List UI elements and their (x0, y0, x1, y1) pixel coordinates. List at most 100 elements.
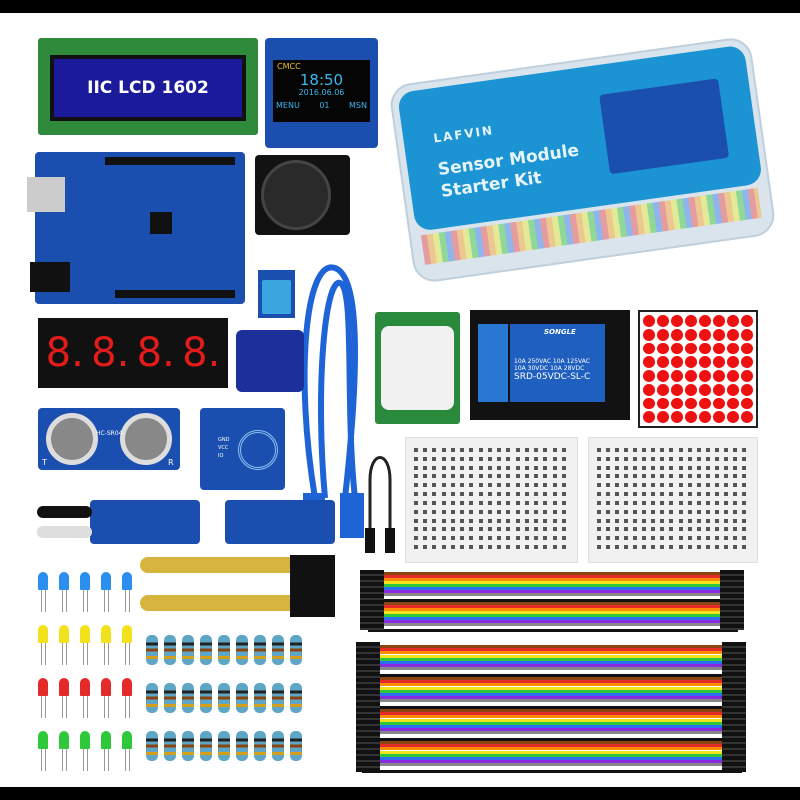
matrix-dot (699, 370, 711, 382)
breadboard-hole (723, 545, 728, 550)
matrix-dot (671, 356, 683, 368)
breadboard-hole (460, 545, 465, 550)
breadboard-hole (696, 474, 701, 479)
oled-time: 18:50 (299, 71, 344, 89)
dupont-wire (368, 593, 738, 596)
breadboard-hole (432, 456, 437, 461)
breadboard-hole (642, 545, 647, 550)
matrix-dot (685, 383, 697, 396)
dupont-wire (362, 715, 742, 719)
dupont-wire (362, 721, 742, 725)
breadboard-hole (423, 492, 428, 497)
lcd-screen: IIC LCD 1602 (50, 55, 246, 121)
breadboard-hole (615, 527, 620, 532)
breadboard-hole (450, 492, 455, 497)
breadboard-hole (615, 448, 620, 452)
breadboard-hole (741, 448, 746, 452)
breadboard-hole (732, 465, 737, 470)
breadboard-hole (423, 474, 428, 479)
dupont-wire (362, 657, 742, 661)
dupont-wire (368, 590, 738, 593)
breadboard-hole (497, 492, 502, 497)
label-r: R (168, 458, 174, 467)
breadboard-hole (534, 448, 539, 452)
breadboard-hole (705, 518, 710, 523)
breadboard-hole (543, 492, 548, 497)
breadboard-hole (678, 465, 683, 470)
relay-spec-1: 10A 250VAC 10A 125VAC (514, 358, 590, 365)
led (101, 572, 111, 590)
matrix-dot (699, 356, 711, 368)
resistor (236, 731, 248, 761)
matrix-dot (741, 356, 753, 368)
relay-module: SONGLE 10A 250VAC 10A 125VAC 10A 30VDC 1… (470, 310, 630, 420)
dupont-wire (362, 680, 742, 684)
led (38, 625, 48, 643)
breadboard-hole (669, 545, 674, 550)
breadboard-hole (633, 536, 638, 541)
breadboard-hole (696, 483, 701, 488)
led-leg (45, 749, 46, 771)
breadboard-hole (705, 465, 710, 470)
led-leg (108, 590, 109, 612)
matrix-dot (657, 411, 669, 423)
breadboard-hole (714, 483, 719, 488)
resistor (218, 635, 230, 665)
led (122, 625, 132, 643)
breadboard-hole (606, 492, 611, 497)
breadboard-hole (660, 448, 665, 452)
breadboard-hole (633, 509, 638, 514)
breadboard-hole (687, 527, 692, 532)
breadboard-hole (487, 536, 492, 541)
dupont-wire (362, 702, 742, 706)
led-leg (62, 749, 63, 771)
matrix-dot (643, 370, 655, 382)
matrix-dot (643, 397, 655, 410)
breadboard-hole (478, 465, 483, 470)
dupont-wire (362, 741, 742, 744)
resistor (272, 731, 284, 761)
breadboard-hole (669, 500, 674, 505)
breadboard-hole (705, 500, 710, 505)
matrix-dot (685, 342, 697, 355)
breadboard-hole (552, 483, 557, 488)
matrix-dot (699, 315, 711, 327)
matrix-dot (643, 328, 655, 341)
dupont-wire (362, 769, 742, 773)
breadboard-hole (651, 474, 656, 479)
breadboard-hole (478, 509, 483, 514)
breadboard-hole (524, 509, 529, 514)
breadboard-hole (705, 492, 710, 497)
breadboard-hole (561, 500, 566, 505)
breadboard-hole (423, 518, 428, 523)
oled-date: 2016.06.06 (298, 88, 345, 97)
breadboard-hole (633, 518, 638, 523)
breadboard-hole (615, 500, 620, 505)
breadboard-hole (651, 483, 656, 488)
breadboard-hole (478, 518, 483, 523)
breadboard-hole (606, 518, 611, 523)
resistor (218, 731, 230, 761)
breadboard-hole (478, 448, 483, 452)
4-digit-7-segment-display: 8. 8. 8. 8. (38, 318, 228, 388)
led (38, 678, 48, 696)
breadboard-hole (651, 536, 656, 541)
breadboard-hole (487, 545, 492, 550)
breadboard-hole (651, 448, 656, 452)
dupont-wire (368, 596, 738, 599)
breadboard-hole (723, 500, 728, 505)
connector-block (720, 570, 744, 630)
breadboard-hole (450, 448, 455, 452)
breadboard-hole (678, 456, 683, 461)
matrix-dot (657, 356, 669, 368)
breadboard-hole (487, 527, 492, 532)
breadboard-hole (423, 527, 428, 532)
matrix-dot (727, 315, 739, 327)
matrix-dot (671, 411, 683, 423)
breadboard-hole (678, 500, 683, 505)
breadboard-hole (660, 492, 665, 497)
dupont-wire (362, 661, 742, 664)
led-leg (108, 749, 109, 771)
breadboard-hole (423, 456, 428, 461)
led-leg (129, 749, 130, 771)
